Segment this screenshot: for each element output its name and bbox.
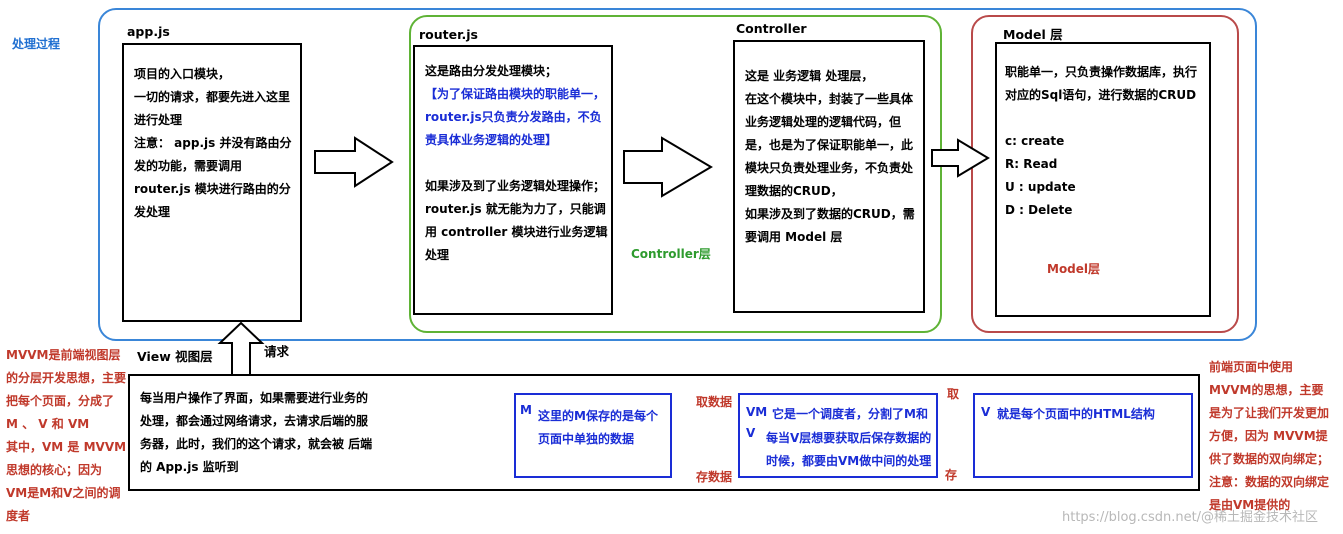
process-label: 处理过程 xyxy=(12,37,61,51)
model-layer-label: Model层 xyxy=(1047,262,1101,276)
model-text: 职能单一，只负责操作数据库，执行 对应的Sql语句，进行数据的CRUD c: c… xyxy=(1005,65,1198,217)
m-letter: M xyxy=(520,403,532,417)
get-label: 取 xyxy=(947,387,960,401)
appjs-text: 项目的入口模块， 一切的请求，都要先进入这里 进行处理 注意： app.js 并… xyxy=(134,67,292,219)
vm-rest: 每当V层想要获取后保存数据的 时候，都要由VM做中间的处理 xyxy=(766,431,932,468)
request-label: 请求 xyxy=(264,344,290,359)
m-box: M 这里的M保存的是每个 页面中单独的数据 xyxy=(514,393,672,478)
save-data-label: 存数据 xyxy=(696,470,733,484)
get-data-label: 取数据 xyxy=(696,395,733,409)
router-line1: 这是路由分发处理模块； xyxy=(425,64,558,78)
appjs-title: app.js xyxy=(127,24,170,39)
v-box: V 就是每个页面中的HTML结构 xyxy=(973,393,1193,478)
model-title: Model 层 xyxy=(1003,27,1063,42)
arrow-controller-to-model xyxy=(931,138,990,178)
model-box: 职能单一，只负责操作数据库，执行 对应的Sql语句，进行数据的CRUD c: c… xyxy=(995,42,1211,317)
view-title: View 视图层 xyxy=(137,349,213,364)
mvvm-right-note: 前端页面中使用 MVVM的思想，主要 是为了让我们开发更加 方便，因为 MVVM… xyxy=(1209,360,1330,512)
save-label: 存 xyxy=(945,468,958,482)
router-box: 这是路由分发处理模块； 【为了保证路由模块的职能单一， router.js只负责… xyxy=(413,45,613,315)
vm-box: VM V 它是一个调度者，分割了M和 每当V层想要获取后保存数据的 时候，都要由… xyxy=(738,393,938,478)
backend-frame xyxy=(98,8,1257,341)
controller-title: Controller xyxy=(736,21,807,36)
arrow-app-to-router xyxy=(314,136,394,188)
router-rest: 如果涉及到了业务逻辑处理操作； router.js 就无能为力了，只能调 用 c… xyxy=(425,179,608,262)
router-title: router.js xyxy=(419,27,478,42)
appjs-box: 项目的入口模块， 一切的请求，都要先进入这里 进行处理 注意： app.js 并… xyxy=(122,43,302,322)
watermark: https://blog.csdn.net/@稀土掘金技术社区 xyxy=(1062,510,1319,525)
router-controller-frame xyxy=(409,15,942,333)
vm-line1: 它是一个调度者，分割了M和 xyxy=(772,407,928,421)
m-text: 这里的M保存的是每个 页面中单独的数据 xyxy=(538,409,658,446)
router-highlight: 【为了保证路由模块的职能单一， router.js只负责分发路由，不负 责具体业… xyxy=(425,87,606,147)
controller-text: 这是 业务逻辑 处理层， 在这个模块中，封装了一些具体 业务逻辑处理的逻辑代码，… xyxy=(745,69,915,244)
vm-letter: VM xyxy=(746,405,768,419)
v-text: 就是每个页面中的HTML结构 xyxy=(997,407,1155,421)
controller-box: 这是 业务逻辑 处理层， 在这个模块中，封装了一些具体 业务逻辑处理的逻辑代码，… xyxy=(733,40,925,313)
arrow-router-to-controller xyxy=(623,136,713,198)
controller-layer-label: Controller层 xyxy=(631,247,711,261)
view-text: 每当用户操作了界面，如果需要进行业务的 处理，都会通过网络请求，去请求后端的服 … xyxy=(140,391,373,474)
mvvm-left-note: MVVM是前端视图层 的分层开发思想，主要 把每个页面，分成了 M 、 V 和 … xyxy=(6,348,127,523)
v-letter-in-vm: V xyxy=(746,426,756,440)
v-letter: V xyxy=(981,405,991,419)
model-frame xyxy=(971,15,1239,333)
